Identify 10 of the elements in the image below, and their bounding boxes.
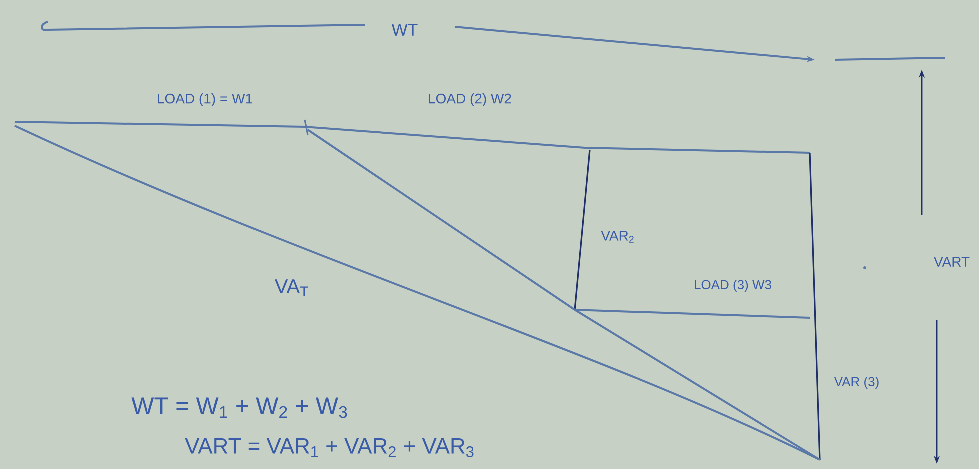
variation-label: VAR (3)	[834, 376, 879, 390]
variation-label: VA$_{T}$	[274, 280, 308, 296]
dimension-label: VART	[934, 257, 970, 267]
equation: VART = VAR$_{1}$ + VAR$_{2}$ + VAR$_{3}$	[185, 438, 474, 458]
dimension-label: WT	[392, 24, 418, 36]
load-label: LOAD (2) W2	[429, 93, 512, 107]
equation: WT = W$_{1}$ + W$_{2}$ + W$_{3}$	[132, 398, 348, 418]
variation-label: VAR$_{2}$	[601, 231, 634, 243]
load-label: LOAD (3) W3	[695, 280, 772, 292]
load-label: LOAD (1) = W1	[158, 93, 252, 107]
